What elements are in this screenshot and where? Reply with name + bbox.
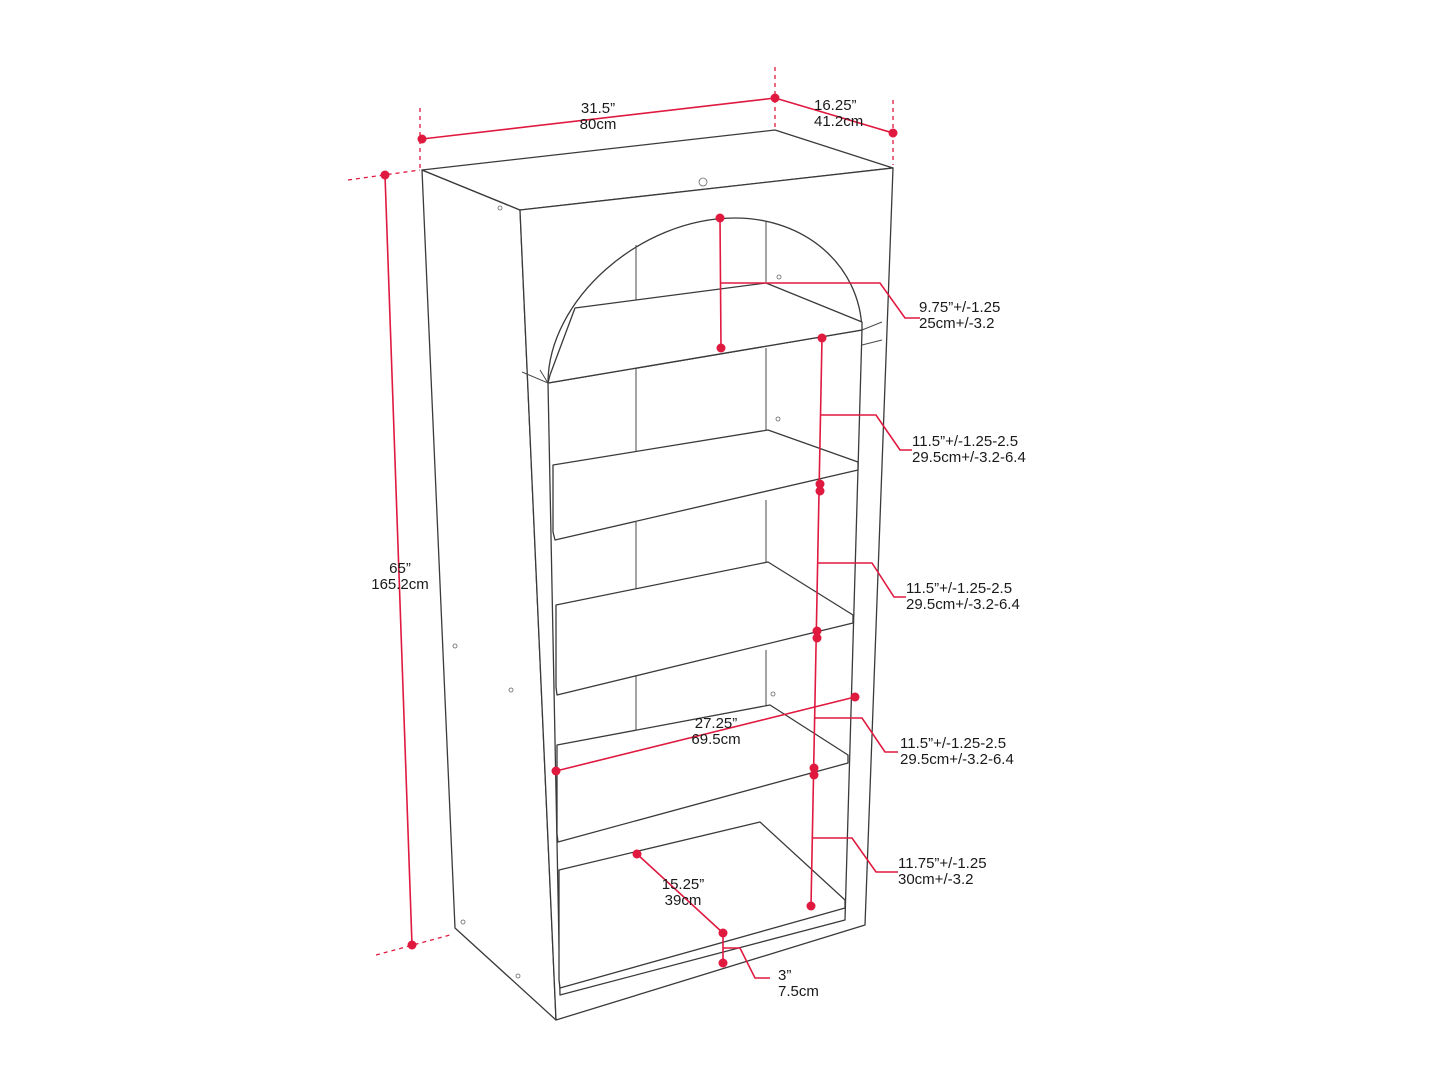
screw-mark	[497, 205, 503, 211]
bottom-gap-label: 11.75”+/-1.25 30cm+/-3.2	[898, 856, 987, 888]
shelf-gap-3-label: 11.5”+/-1.25-2.5 29.5cm+/-3.2-6.4	[900, 736, 1014, 768]
dimension-dot	[812, 626, 822, 636]
dimension-dot	[809, 763, 819, 773]
dimension-dot	[806, 901, 816, 911]
screw-mark	[515, 973, 521, 979]
dimension-dot	[715, 213, 725, 223]
height-label: 65” 165.2cm	[371, 561, 429, 593]
gap1-imperial: 11.5”+/-1.25-2.5	[912, 433, 1019, 450]
dimension-dot	[380, 170, 390, 180]
shelf-3	[556, 704, 849, 843]
shelf-width-dimension-line	[555, 696, 856, 772]
shelf-2	[555, 561, 854, 696]
gap1-leader-line	[821, 414, 912, 451]
dimension-dot	[417, 134, 427, 144]
width-label: 31.5” 80cm	[580, 101, 617, 133]
width-dimension-line	[421, 97, 776, 140]
dimension-dot	[888, 128, 898, 138]
screw-mark	[452, 643, 458, 649]
screw-mark	[775, 416, 781, 422]
dimension-dot	[817, 333, 827, 343]
shelf-depth-metric: 39cm	[664, 892, 702, 909]
arch-imperial: 9.75”+/-1.25	[919, 299, 1001, 316]
depth-label: 16.25” 41.2cm	[814, 98, 863, 130]
arch-metric: 25cm+/-3.2	[919, 315, 995, 332]
gap2-imperial: 11.5”+/-1.25-2.5	[906, 580, 1013, 597]
dimension-dot	[716, 343, 726, 353]
shelf-gap-2-label: 11.5”+/-1.25-2.5 29.5cm+/-3.2-6.4	[906, 581, 1020, 613]
height-imperial: 65”	[389, 560, 411, 577]
dimension-dot	[632, 849, 642, 859]
base-imperial: 3”	[778, 967, 792, 984]
shelf-depth-label: 15.25” 39cm	[662, 877, 705, 909]
bottom-shelf	[558, 821, 846, 989]
pillar-edge	[539, 369, 549, 384]
gap2-leader-line	[818, 562, 906, 598]
depth-metric: 41.2cm	[814, 113, 864, 130]
pillar-edge	[861, 321, 883, 331]
shelf-1	[552, 429, 859, 541]
width-imperial: 31.5”	[580, 100, 616, 117]
shelf-gap-dimension-line	[810, 337, 823, 907]
dimension-dot	[815, 479, 825, 489]
shelf-width-imperial: 27.25”	[694, 715, 738, 732]
dimension-dot	[407, 940, 417, 950]
arch-leader-line	[721, 282, 920, 319]
shelf-width-metric: 69.5cm	[691, 731, 741, 748]
shelf-depth-imperial: 15.25”	[661, 876, 705, 893]
bottom-gap-metric: 30cm+/-3.2	[898, 871, 974, 888]
screw-mark	[508, 687, 514, 693]
gap2-metric: 29.5cm+/-3.2-6.4	[906, 596, 1020, 613]
gap3-metric: 29.5cm+/-3.2-6.4	[900, 751, 1014, 768]
dimension-dot	[815, 486, 825, 496]
shelf-gap-1-label: 11.5”+/-1.25-2.5 29.5cm+/-3.2-6.4	[912, 434, 1026, 466]
depth-dimension-line	[774, 97, 894, 134]
shelf-depth-dimension-line	[636, 853, 724, 934]
dimension-dot	[551, 766, 561, 776]
bottom-gap-leader-line	[812, 837, 898, 873]
screw-mark	[770, 691, 776, 697]
height-metric: 165.2cm	[371, 576, 429, 593]
base-leader-line	[723, 947, 770, 979]
gap3-leader-line	[815, 717, 898, 753]
base-height-label: 3” 7.5cm	[778, 968, 819, 1000]
dimension-dot	[812, 633, 822, 643]
width-metric: 80cm	[579, 116, 617, 133]
dimension-dot	[718, 958, 728, 968]
dimension-dot	[809, 770, 819, 780]
bottom-gap-imperial: 11.75”+/-1.25	[898, 855, 987, 872]
depth-imperial: 16.25”	[814, 97, 857, 114]
screw-mark	[460, 919, 466, 925]
screw-mark	[776, 274, 782, 280]
gap1-metric: 29.5cm+/-3.2-6.4	[912, 449, 1026, 466]
shelf-width-label: 27.25” 69.5cm	[691, 716, 740, 748]
gap3-imperial: 11.5”+/-1.25-2.5	[900, 735, 1007, 752]
arch-opening-label: 9.75”+/-1.25 25cm+/-3.2	[919, 300, 1000, 332]
cable-hole	[698, 177, 708, 187]
dimension-dot	[850, 692, 860, 702]
pillar-edge	[521, 371, 549, 384]
arch-dimension-line	[719, 217, 722, 349]
base-metric: 7.5cm	[778, 983, 819, 1000]
pillar-edge	[861, 339, 883, 346]
height-dimension-line	[384, 174, 413, 946]
